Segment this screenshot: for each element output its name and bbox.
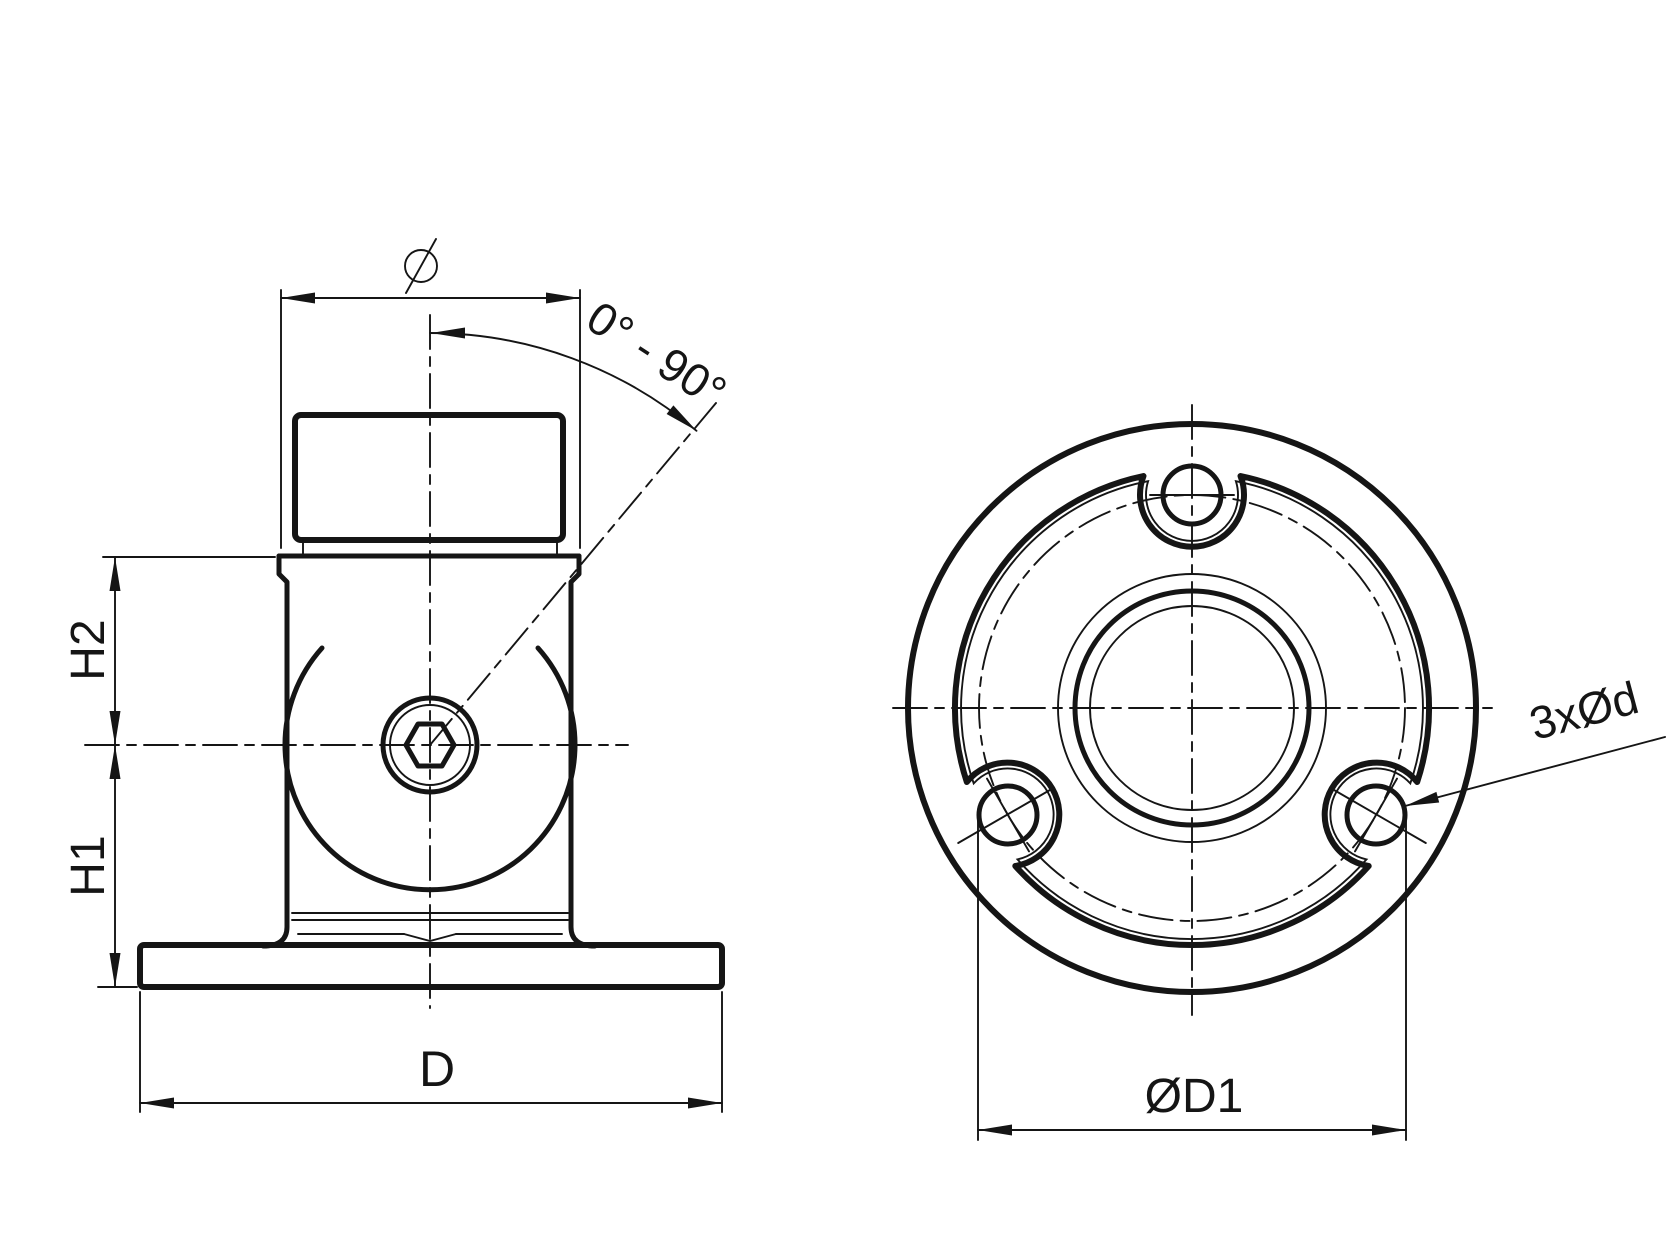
arrowhead-left [140,1097,174,1109]
d1-label: ØD1 [1145,1070,1244,1123]
arrowhead-left [281,292,315,304]
angle-range-label: 0° - 90° [578,291,736,419]
dim-tube-diameter [280,238,581,549]
arrowhead-top [431,327,465,339]
h2-label: H2 [62,619,115,680]
screw-head-circle [380,695,480,795]
arrowhead-right [688,1097,722,1109]
boss-outer-circle [1057,573,1327,843]
hole-centermark [957,787,1055,844]
arrowhead-left [978,1124,1012,1136]
set-screw [380,695,480,795]
top-view: 3xØd ØD1 [892,404,1666,1141]
swing-axis-line [429,402,717,746]
dim-h1: H1 [62,744,138,988]
outer-flange-circle [905,421,1479,995]
arrowhead [1405,791,1440,806]
arrowhead-bottom [666,405,697,431]
mount-hole-right [1344,783,1408,847]
hole-centermark [1329,787,1427,844]
dim-h2: H2 [62,556,276,746]
screw-chamfer-circle [389,704,471,786]
d-label: D [419,1041,455,1097]
dim-base-diameter: D [139,991,723,1113]
center-bore [1089,605,1295,811]
hole-centermark [1354,777,1398,853]
base-flange [137,942,725,990]
arrowhead-right [1372,1124,1406,1136]
leader-line [1404,736,1666,807]
arrowhead-top [109,745,121,779]
mount-hole-left [976,783,1040,847]
hole-centermark [986,777,1030,853]
boss-circle [1072,588,1312,828]
tube-socket [292,412,566,543]
arrowhead-right [546,292,580,304]
cover-outline [951,473,1433,949]
arrowhead-bottom [109,711,121,745]
dim-bolt-circle-diameter: ØD1 [977,811,1407,1141]
angle-arc [429,332,698,432]
h1-label: H1 [62,835,115,896]
diameter-symbol [404,238,438,294]
hex-socket-icon [403,721,457,769]
arrowhead-top [109,557,121,591]
front-view: 0° - 90° H2 H1 D [62,238,736,1113]
holes-label: 3xØd [1524,671,1644,750]
dim-swing-angle: 0° - 90° [429,291,736,432]
arrowhead-bottom [109,953,121,987]
ball-joint-arc [282,645,578,893]
leader-holes: 3xØd [1404,671,1666,807]
cover-inner-line [960,479,1424,940]
skirt-notch [403,933,457,942]
